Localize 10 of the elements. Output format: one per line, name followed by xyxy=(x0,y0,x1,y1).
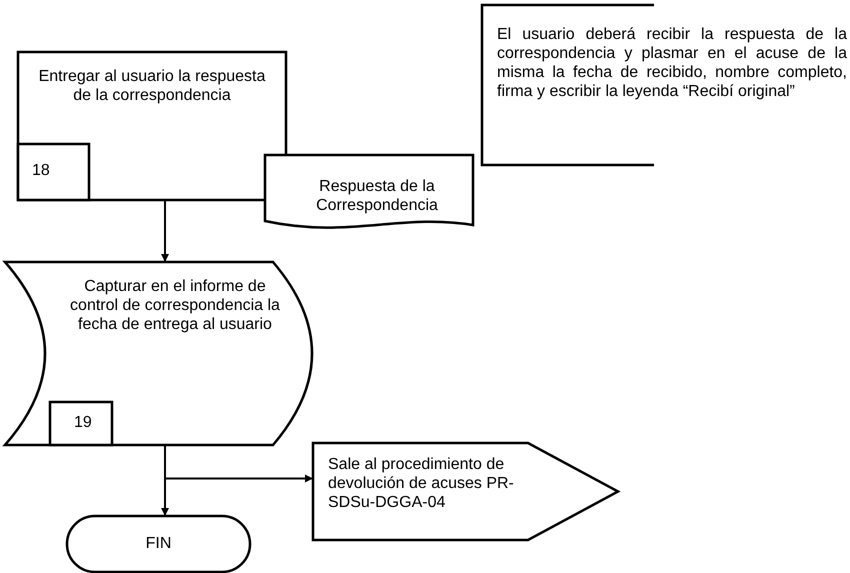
node-label: Entregar al usuario la respuesta de la correspondencia xyxy=(38,67,266,105)
node-label: Capturar en el informe de control de correspondencia la fecha de entrega al usuario xyxy=(69,277,281,334)
arrow xyxy=(164,445,313,482)
node-label: FIN xyxy=(144,534,172,553)
node-label: Sale al procedimiento de devolución de acuses PR-SDSu-DGGA-04 xyxy=(328,455,515,512)
annotation-text: El usuario deberá recibir la respuesta de la correspondencia y plasmar en el acuse de la misma la fecha de recibido, nombre completo, firma y escribir la leyenda “Recibí original” xyxy=(497,25,847,101)
step-number: 18 xyxy=(32,161,51,180)
node-label: Respuesta de la Correspondencia xyxy=(315,177,439,215)
arrow xyxy=(161,200,169,262)
step-number: 19 xyxy=(74,413,93,432)
